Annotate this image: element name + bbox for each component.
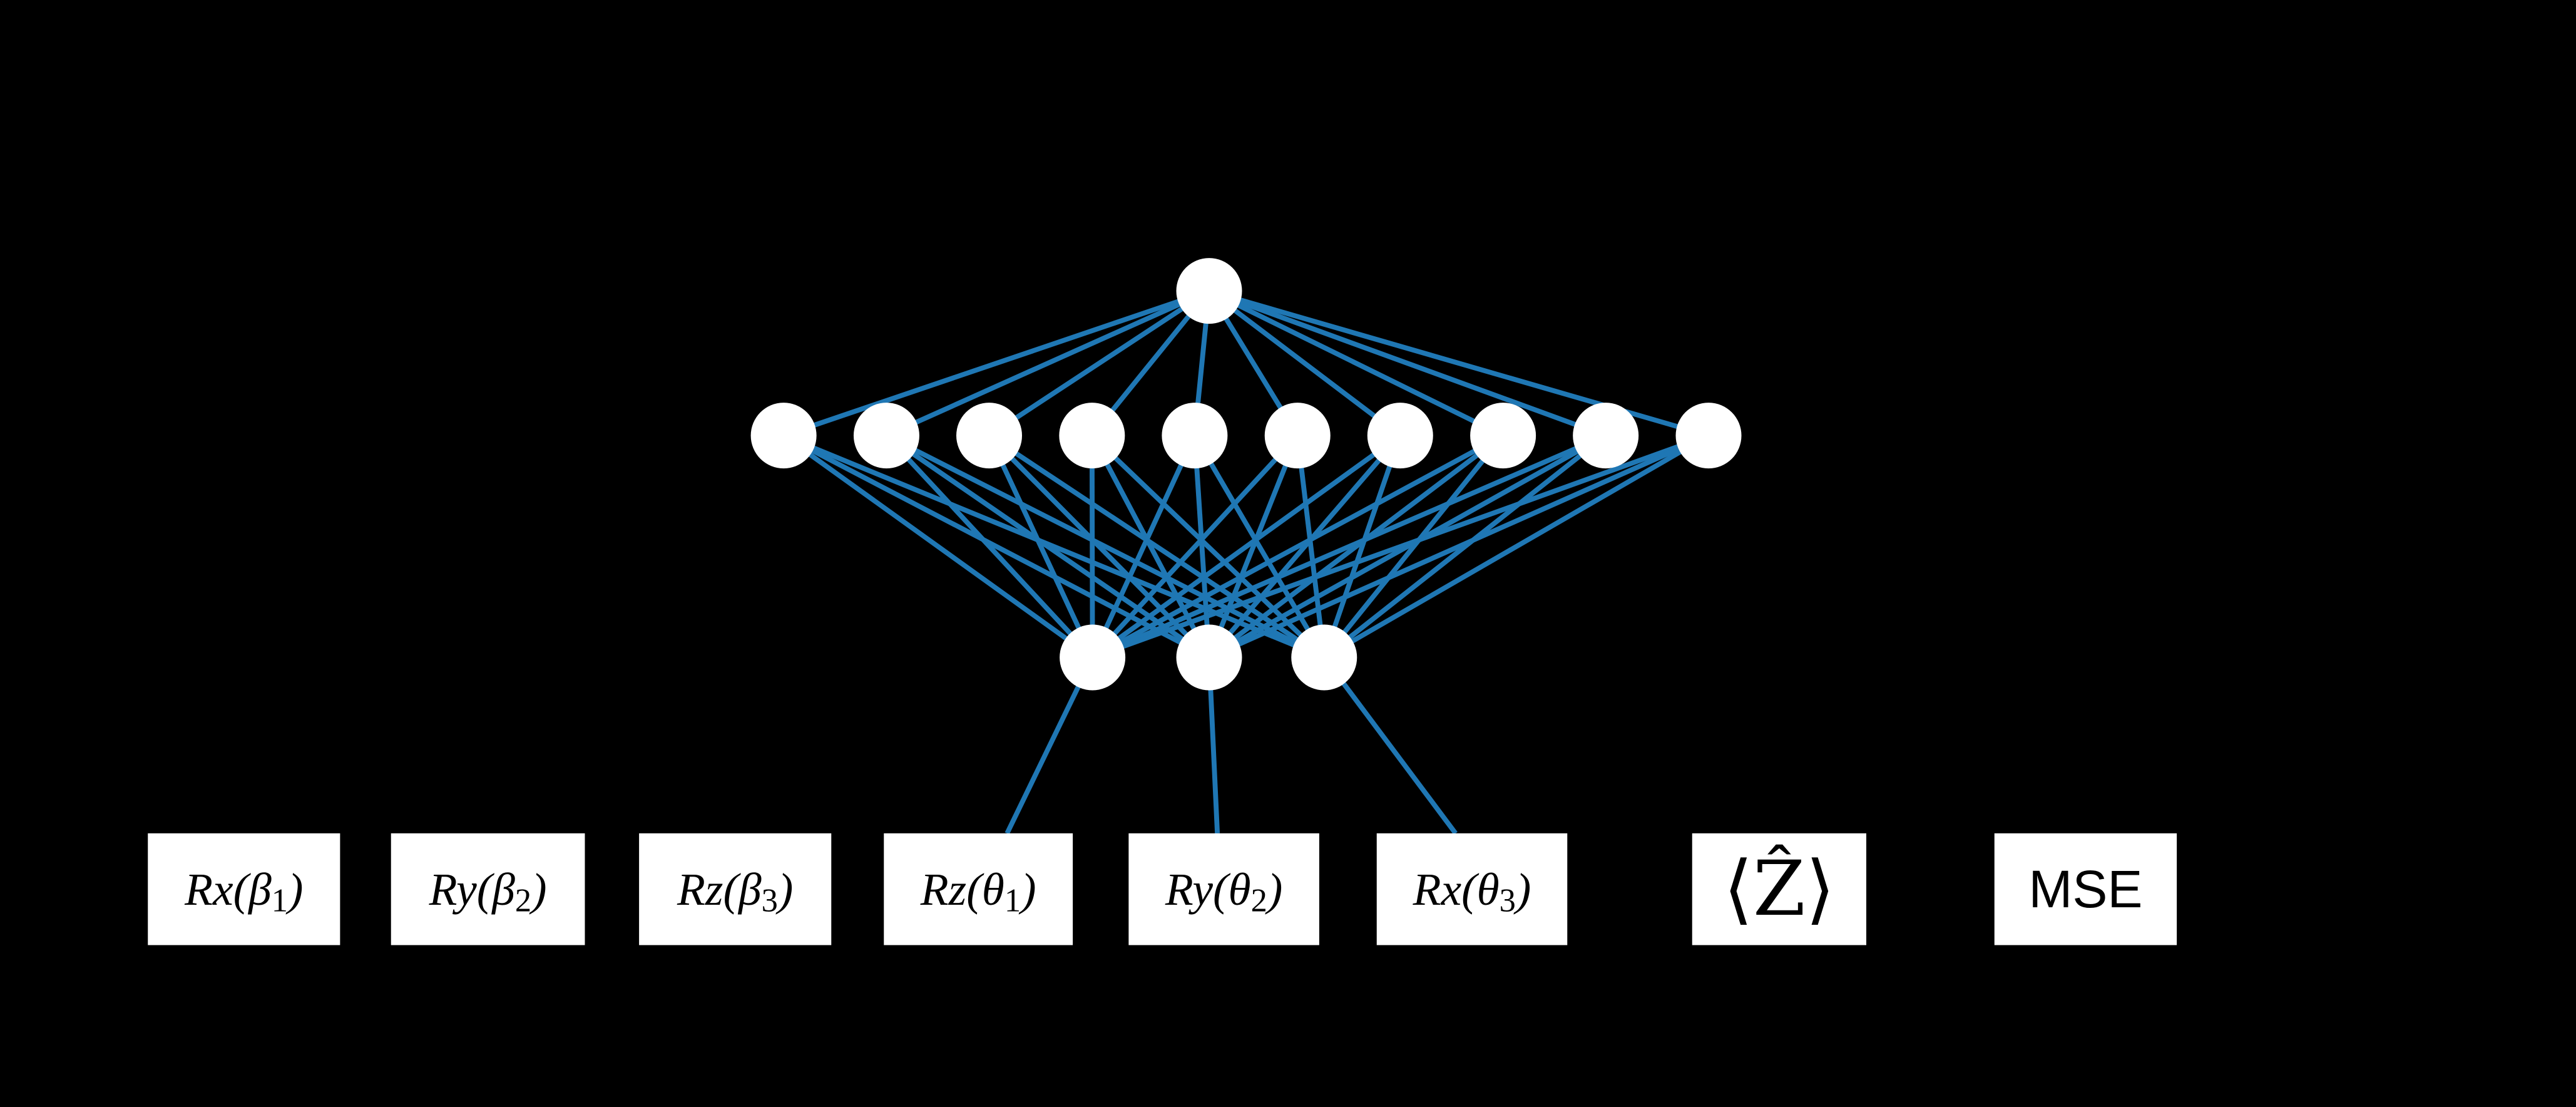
middle-node (1162, 403, 1228, 469)
middle-node (1059, 403, 1125, 469)
edge-line (885, 289, 1210, 438)
gate-label-subscript: 2 (1251, 883, 1267, 919)
edge-line (1295, 435, 1327, 658)
edge-line (1091, 433, 1505, 660)
gate-label: Rx(β1) (184, 864, 303, 919)
edge-line (1192, 434, 1327, 659)
edge-line (885, 433, 1211, 660)
middle-node (1470, 403, 1536, 469)
edge-line (1091, 433, 1710, 660)
gate-label-text: MSE (2028, 860, 2142, 919)
gate-box (1692, 833, 1866, 945)
gate-label: Rz(β3) (677, 864, 793, 919)
middle-node (1573, 403, 1639, 469)
edge-line (884, 433, 1095, 659)
gate-label: MSE (2028, 860, 2142, 919)
gate-box (391, 833, 585, 945)
gate-label: Ry(θ2) (1165, 864, 1283, 919)
edge-line (1322, 433, 1710, 660)
gate-label-text: ) (1265, 864, 1282, 915)
middle-node (853, 403, 919, 469)
gate-label-text: Rx(θ (1413, 864, 1500, 915)
gate-label-subscript: 1 (1004, 883, 1021, 919)
gate-label-text: ) (1018, 864, 1036, 915)
gate-label-subscript: 3 (1500, 883, 1516, 919)
gate-box (148, 833, 340, 945)
middle-node (1367, 403, 1433, 469)
gate-label-text: ⟨Ẑ⟩ (1724, 844, 1835, 933)
edge-line (782, 288, 1210, 438)
top-node (1176, 258, 1242, 324)
edge-line (1208, 289, 1505, 438)
edge-line (988, 433, 1326, 660)
gate-label: Rx(θ3) (1413, 864, 1531, 919)
edge-line (1090, 435, 1197, 659)
middle-node (956, 403, 1023, 469)
gate-box (1128, 833, 1319, 945)
edge-line (1322, 434, 1505, 659)
gate-label-text: Ry(θ (1165, 864, 1251, 915)
middle-node (1264, 403, 1331, 469)
edge-line (782, 433, 1326, 660)
gate-label: Rz(θ1) (920, 864, 1036, 919)
edge-line (1322, 433, 1608, 660)
bottom-node (1176, 624, 1242, 691)
gate-label-subscript: 1 (272, 883, 288, 919)
edge-line (1208, 433, 1710, 660)
gate-box (639, 833, 832, 945)
gate-label-text: ) (1513, 864, 1531, 915)
edge-line (1207, 289, 1402, 438)
bottom-node (1291, 624, 1357, 691)
edge-line (1091, 433, 1402, 660)
node-to-gate-line (1322, 656, 1458, 835)
edge-line (1208, 288, 1607, 438)
middle-node (750, 403, 817, 469)
gate-box (884, 833, 1073, 945)
bottom-node (1060, 624, 1126, 691)
edge-line (1207, 435, 1300, 659)
gate-label-subscript: 2 (515, 883, 531, 919)
gate-label-text: ) (285, 864, 303, 915)
edge-line (1207, 433, 1505, 660)
edge-line (988, 289, 1211, 438)
gate-label: ⟨Ẑ⟩ (1724, 844, 1835, 933)
gate-box (1376, 833, 1568, 945)
gate-label-text: ) (775, 864, 793, 915)
gate-label-text: ) (529, 864, 546, 915)
edge-line (1192, 435, 1212, 658)
edge-line (1090, 433, 1300, 659)
edge-line (782, 433, 1094, 660)
gate-label-text: Rz(β (677, 864, 762, 915)
edge-line (1207, 434, 1403, 659)
edge-line (987, 433, 1211, 659)
middle-node (1675, 403, 1742, 469)
gate-label-text: Rx(β (184, 864, 272, 915)
edge-line (782, 433, 1210, 660)
gate-label: Ry(β2) (429, 864, 547, 919)
edge-line (1090, 433, 1326, 659)
gate-label-subscript: 3 (762, 883, 778, 919)
edge-line (1089, 435, 1095, 658)
gate-box (1994, 833, 2177, 945)
edge-line (1091, 433, 1607, 660)
edge-line (1322, 435, 1403, 659)
gate-label-text: Ry(β (429, 864, 516, 915)
gate-label-text: Rz(θ (920, 864, 1004, 915)
edge-line (885, 433, 1326, 660)
edge-line (986, 434, 1095, 659)
